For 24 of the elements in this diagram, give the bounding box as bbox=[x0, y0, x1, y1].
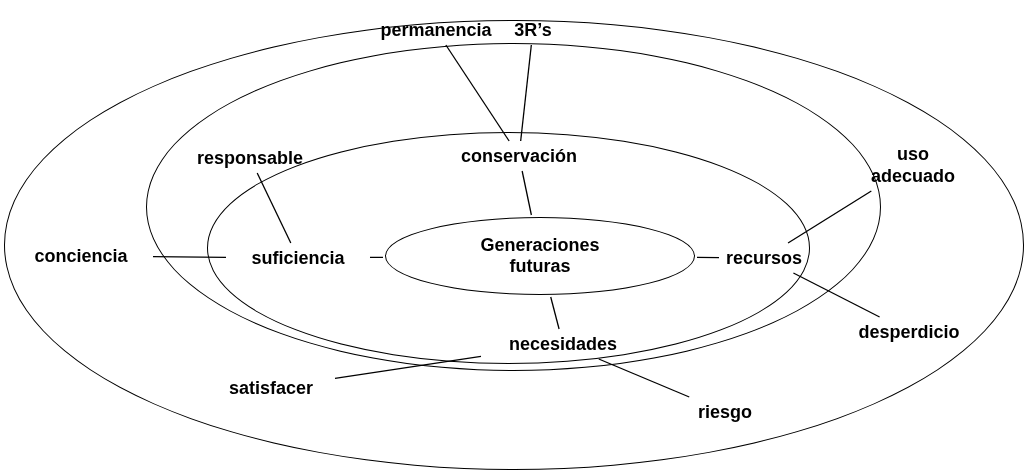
concept-label: responsable bbox=[188, 145, 312, 171]
connector-line bbox=[696, 256, 720, 259]
connector-line bbox=[256, 172, 292, 244]
connector-line bbox=[521, 170, 533, 216]
connector-line bbox=[792, 272, 881, 318]
connector-line bbox=[520, 44, 532, 142]
connector-line bbox=[550, 296, 560, 330]
concept-label: conservación bbox=[451, 143, 587, 169]
connector-line bbox=[369, 256, 384, 259]
concept-label: Generaciones futuras bbox=[479, 235, 601, 277]
concept-label: permanencia bbox=[374, 17, 498, 43]
concept-label: riesgo bbox=[689, 399, 761, 425]
concept-label: suficiencia bbox=[228, 245, 368, 271]
concept-label: satisfacer bbox=[209, 375, 333, 401]
connector-line bbox=[787, 190, 872, 244]
connector-line bbox=[598, 358, 690, 398]
concept-label: conciencia bbox=[11, 243, 151, 269]
connector-line bbox=[152, 256, 227, 258]
concept-label: recursos bbox=[721, 245, 807, 271]
concept-label: desperdicio bbox=[839, 319, 979, 345]
concept-label: necesidades bbox=[483, 331, 643, 357]
concept-label: 3R’s bbox=[501, 17, 565, 43]
connector-line bbox=[334, 355, 482, 379]
connector-line bbox=[445, 44, 510, 142]
